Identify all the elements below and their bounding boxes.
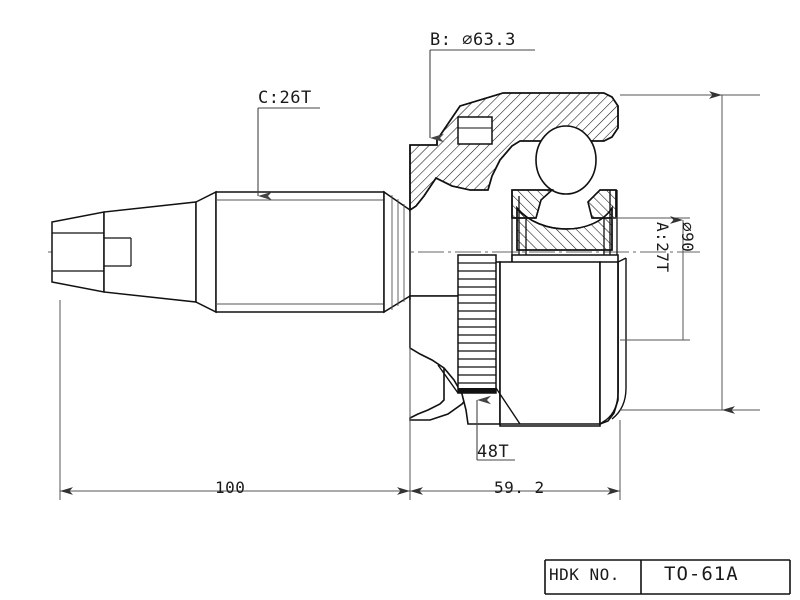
label-dim-length-shaft: 100 — [215, 478, 246, 497]
title-block-label: HDK NO. — [549, 565, 620, 584]
housing-rim — [599, 257, 627, 425]
label-spline-b: B: ⌀63.3 — [430, 30, 516, 50]
abs-tone-ring — [457, 254, 497, 394]
inner-race-lower — [516, 205, 613, 251]
leader-spline-c — [257, 107, 320, 201]
dim-length-100 — [59, 300, 411, 500]
label-dim-length-joint: 59. 2 — [494, 478, 545, 497]
leader-spline-b — [429, 49, 535, 143]
outer-race-lower-profile — [409, 261, 619, 426]
shaft-stub — [51, 201, 197, 303]
dim-outer-diameter — [620, 91, 760, 414]
title-block-frame — [544, 559, 791, 595]
dim-length-59-2 — [410, 420, 621, 500]
title-block-part-number: TO-61A — [664, 563, 739, 585]
label-spline-a: A:27T — [653, 222, 672, 273]
housing-boss — [457, 116, 493, 145]
shaft-barrel — [195, 190, 411, 314]
ball-bearing — [535, 125, 597, 195]
label-outer-diameter: ⌀90 — [678, 222, 697, 253]
ring-seat-line — [437, 364, 521, 425]
label-spline-c: C:26T — [258, 88, 312, 108]
label-abs-ring: 48T — [477, 442, 510, 462]
leader-abs-48t — [476, 395, 515, 461]
dim-spline-a — [612, 216, 690, 341]
